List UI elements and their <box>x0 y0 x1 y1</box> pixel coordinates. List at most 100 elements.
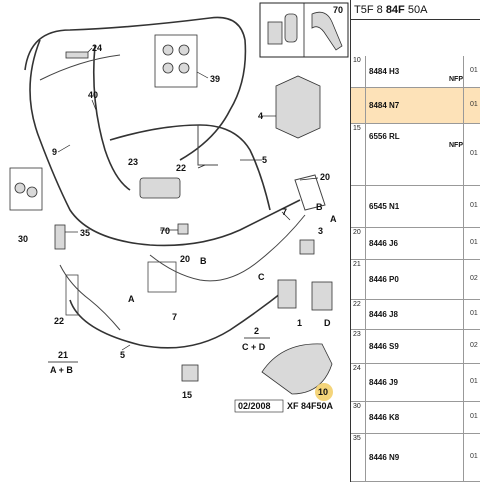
harness-center <box>92 44 131 191</box>
header-code-b: 8 <box>376 4 383 16</box>
inset-clip-part <box>267 21 283 45</box>
part-3-plug <box>299 239 315 255</box>
callout-21: 21 <box>58 350 68 360</box>
callout-10-highlight <box>315 383 333 401</box>
row-index: 15 <box>353 125 361 132</box>
part-70-clip <box>177 223 189 235</box>
panel-header: T5F 8 84F 50A <box>351 0 480 20</box>
part-1-abs-sensor <box>277 279 297 309</box>
callout-20-lower: 20 <box>180 254 190 264</box>
header-code-a: T5F <box>354 4 374 16</box>
harness-main-loop <box>24 16 247 161</box>
part-23-connector-pair <box>139 177 181 199</box>
callout-1: 1 <box>297 318 302 328</box>
part-22-bracket <box>197 125 218 166</box>
part-4-fluid-reservoir <box>275 75 321 139</box>
footer-ref: XF 84F50A <box>287 401 334 411</box>
exploded-parts-diagram: 70 24 39 40 9 4 23 22 5 20 30 35 7 <box>9 2 349 413</box>
part-reference: 8484 H3 <box>369 67 400 76</box>
callout-a-right: A <box>330 214 337 224</box>
part-10-shield <box>261 343 333 395</box>
parts-table-row[interactable]: 21 8446 P0 02 <box>351 260 480 300</box>
part-20-lower-bracket <box>147 261 177 293</box>
callout-15: 15 <box>182 390 192 400</box>
quantity: 01 <box>470 378 478 385</box>
callout-40: 40 <box>88 90 98 100</box>
parts-table-row[interactable]: 23 8446 S9 02 <box>351 330 480 364</box>
quantity: 02 <box>470 342 478 349</box>
callout-7-upper: 7 <box>282 207 287 217</box>
nfp-flag: NFP <box>449 142 463 149</box>
part-reference: 8446 S9 <box>369 342 399 351</box>
quantity: 01 <box>470 239 478 246</box>
quantity: 01 <box>470 67 478 74</box>
harness-short <box>39 54 121 81</box>
callout-22-lower: 22 <box>54 316 64 326</box>
callout-5-lower: 5 <box>120 350 125 360</box>
part-reference: 8446 K8 <box>369 413 400 422</box>
parts-table-row[interactable]: 15 6556 RL NFP 01 <box>351 124 480 186</box>
callout-35: 35 <box>80 228 90 238</box>
quantity: 02 <box>470 275 478 282</box>
part-reference: 8446 J9 <box>369 378 398 387</box>
callout-23: 23 <box>128 157 138 167</box>
callout-22-upper: 22 <box>176 163 186 173</box>
harness-left <box>29 39 301 247</box>
quantity: 01 <box>470 101 478 108</box>
part-reference: 8446 P0 <box>369 275 399 284</box>
quantity: 01 <box>470 150 478 157</box>
row-index: 10 <box>353 57 361 64</box>
callout-39: 39 <box>210 74 220 84</box>
quantity: 01 <box>470 453 478 460</box>
nfp-flag: NFP <box>449 76 463 83</box>
callout-a-plus-b: A + B <box>50 365 73 375</box>
callout-b-lower: B <box>200 256 207 266</box>
harness-mid <box>149 214 306 282</box>
inset-bracket-part <box>311 11 343 51</box>
part-reference: 8484 N7 <box>369 101 400 110</box>
harness-lower-left <box>59 264 121 331</box>
callout-5-upper: 5 <box>262 155 267 165</box>
parts-table-row[interactable]: 10 8484 H3 NFP 01 <box>351 56 480 88</box>
parts-reference-panel: T5F 8 84F 50A 10 8484 H3 NFP 01 8484 N7 01 15 6… <box>350 0 480 482</box>
row-index: 23 <box>353 331 361 338</box>
part-reference: 6545 N1 <box>369 202 400 211</box>
callout-10: 10 <box>318 387 328 397</box>
part-22-lower-bracket <box>65 274 79 316</box>
callout-4: 4 <box>258 111 263 121</box>
inset-grommet-part <box>284 13 298 43</box>
header-code-c: 84F <box>385 4 405 16</box>
header-code-d: 50A <box>407 4 428 16</box>
part-39-kit-panel <box>154 34 198 88</box>
part-24-clip <box>65 51 89 59</box>
callout-24: 24 <box>92 43 102 53</box>
callout-9: 9 <box>52 147 57 157</box>
quantity: 01 <box>470 202 478 209</box>
harness-lower <box>69 289 286 349</box>
row-index: 22 <box>353 301 361 308</box>
footer-date-box <box>234 399 284 413</box>
part-reference: 8446 J6 <box>369 239 398 248</box>
quantity: 01 <box>470 310 478 317</box>
part-20-bracket <box>294 174 326 211</box>
parts-table-row[interactable]: 30 8446 K8 01 <box>351 402 480 434</box>
part-15-plug <box>181 364 199 382</box>
inset-callout-70: 70 <box>333 5 343 15</box>
quantity: 01 <box>470 413 478 420</box>
row-index: 30 <box>353 403 361 410</box>
parts-table-row[interactable]: 8484 N7 01 <box>351 88 480 124</box>
part-reference: 6556 RL <box>369 132 400 141</box>
callout-2: 2 <box>254 326 259 336</box>
callout-c-plus-d: C + D <box>242 342 266 352</box>
part-reference: 8446 N9 <box>369 453 400 462</box>
harness-upper-right <box>109 124 271 211</box>
part-35-sensor <box>54 224 66 250</box>
callout-d: D <box>324 318 331 328</box>
part-d-abs-sensor <box>311 281 333 311</box>
parts-table-row[interactable]: 6545 N1 01 <box>351 186 480 228</box>
row-index: 21 <box>353 261 361 268</box>
